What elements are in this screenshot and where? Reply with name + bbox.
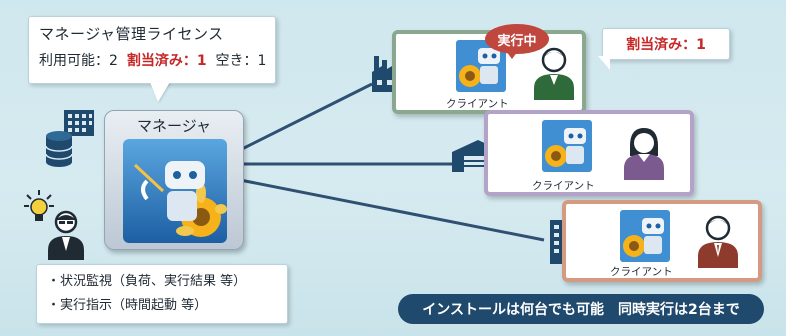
manager-functions-box: ・状況監視（負荷、実行結果 等） ・実行指示（時間起動 等） [36,264,288,324]
robot-sunflower-app-icon [620,210,670,262]
businessman-user-icon [696,214,740,268]
office-building-icon [62,108,96,138]
link-to-client-1 [239,82,373,152]
woman-user-icon [622,126,666,180]
client-label: クライアント [446,98,509,110]
client-box-2: クライアント [484,110,694,196]
client-label: クライアント [610,266,673,278]
man-user-icon [532,46,576,100]
summary-banner: インストールは何台でも可能 同時実行は2台まで [398,294,764,324]
client-box-3: クライアント [562,200,762,282]
license-callout-tail [150,82,170,102]
robot-sunflower-app-icon [123,139,227,243]
license-counts: 利用可能：2 割当済み：1 空き：1 [39,50,267,70]
license-free: 空き：1 [215,53,267,69]
database-icon [44,130,74,168]
license-available: 利用可能：2 [39,53,118,69]
manager-box: マネージャ [104,110,244,250]
license-callout: マネージャ管理ライセンス 利用可能：2 割当済み：1 空き：1 [28,16,276,84]
allocated-callout: 割当済み：1 [602,28,730,60]
license-allocated: 割当済み：1 [126,53,207,69]
running-badge-tail [506,51,518,59]
link-to-client-3 [239,178,545,242]
function-item: ・実行指示（時間起動 等） [47,298,208,313]
running-status-badge: 実行中 [485,24,549,54]
client-label: クライアント [532,180,595,192]
function-item: ・状況監視（負荷、実行結果 等） [47,274,247,289]
robot-sunflower-app-icon [456,40,506,92]
operator-person-icon [46,208,86,260]
allocated-callout-tail [598,56,610,70]
license-title: マネージャ管理ライセンス [39,25,224,43]
lightbulb-icon [24,190,54,226]
manager-label: マネージャ [137,117,211,135]
robot-sunflower-app-icon [542,120,592,172]
